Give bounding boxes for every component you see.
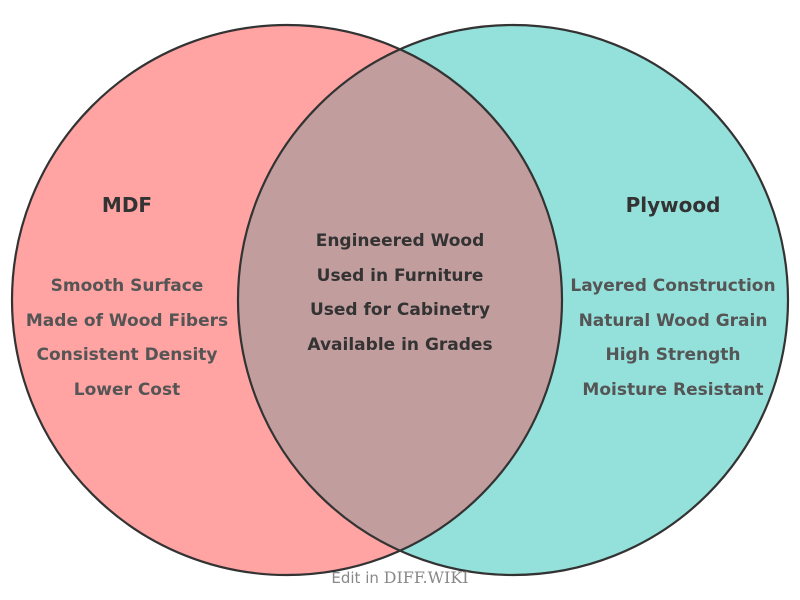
- left-set-outline: [10, 23, 564, 577]
- intersection-lens[interactable]: [238, 25, 788, 575]
- edit-link-brand: DIFF.WIKI: [383, 568, 469, 587]
- edit-link-prefix: Edit in: [331, 569, 384, 587]
- right-set-outline: [236, 23, 790, 577]
- edit-link[interactable]: Edit in DIFF.WIKI: [331, 568, 468, 587]
